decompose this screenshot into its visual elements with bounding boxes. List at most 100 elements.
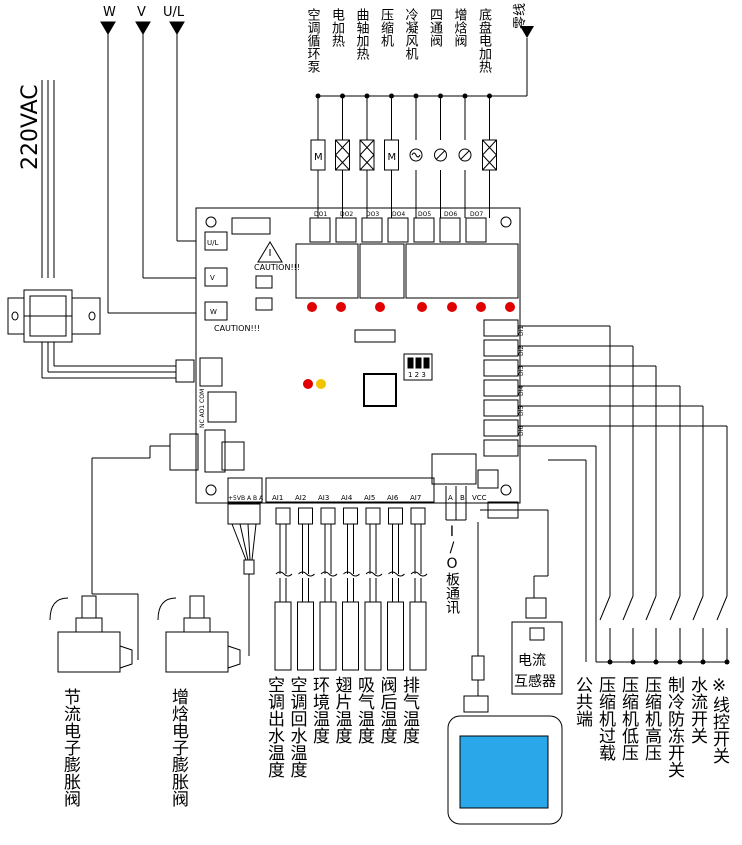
sensor-6: 阀后温度 bbox=[377, 507, 405, 744]
switch-label-5: 制冷防冻开关 bbox=[664, 676, 685, 778]
neutral-bus bbox=[318, 38, 528, 97]
relay-terminal-6 bbox=[439, 217, 461, 243]
phase-label-v: V bbox=[137, 5, 146, 20]
terminal-w: W bbox=[210, 308, 217, 316]
relay-terminal-1 bbox=[309, 217, 331, 243]
sensor-4: 翅片温度 bbox=[332, 507, 360, 744]
neutral-arrow bbox=[520, 26, 534, 38]
output-5: 冷凝风机 bbox=[403, 8, 423, 218]
phase-ul-arrow bbox=[169, 21, 185, 35]
valve-wiring bbox=[91, 433, 261, 660]
output-label-7: 增焓阀 bbox=[452, 8, 468, 47]
output-2: 电加热 bbox=[329, 8, 350, 218]
sensor-probe-icon bbox=[297, 601, 314, 671]
relay-terminal-5 bbox=[413, 217, 435, 243]
relay-label-1: DO1 bbox=[314, 211, 327, 218]
caution-top: CAUTION!!! bbox=[254, 263, 300, 272]
sensor-5: 吸气温度 bbox=[354, 507, 383, 744]
di-label-1: DI1 bbox=[518, 326, 525, 336]
indicator-dots bbox=[303, 302, 515, 389]
input-switches: 公共端压缩机过载压缩机低压压缩机高压制冷防冻开关水流开关※线控开关 bbox=[572, 595, 730, 778]
relay-row bbox=[295, 243, 519, 299]
power-section bbox=[7, 21, 205, 383]
motor-icon: M bbox=[388, 152, 397, 163]
output-label-4: 压缩机 bbox=[378, 8, 394, 48]
expansion-valve-1: 节流电子膨胀阀 bbox=[49, 595, 133, 808]
ai-label-3: AI3 bbox=[318, 494, 329, 502]
output-3: 曲轴加热 bbox=[354, 8, 375, 218]
output-label-3: 曲轴加热 bbox=[354, 8, 370, 60]
sensor-label-2: 空调回水温度 bbox=[287, 676, 308, 778]
sensor-probe-icon bbox=[319, 601, 337, 671]
relay-terminal-4 bbox=[387, 217, 409, 243]
sensor-probe-icon bbox=[409, 601, 427, 671]
dip-labels: 1 2 3 bbox=[408, 371, 426, 379]
switch-label-6: 水流开关 bbox=[687, 676, 708, 744]
switch-label-7: ※线控开关 bbox=[709, 676, 730, 764]
switch-contact-4 bbox=[669, 595, 681, 621]
sensor-label-1: 空调出水温度 bbox=[264, 676, 285, 778]
sensor-3: 环境温度 bbox=[309, 507, 338, 744]
ai-label-1: AI1 bbox=[272, 494, 283, 502]
switch-contact-5 bbox=[692, 595, 704, 621]
phase-w-arrow bbox=[100, 21, 116, 35]
switch-contact-3 bbox=[645, 595, 657, 621]
phase-label-w: W bbox=[103, 5, 116, 20]
comm-label: I/O板通讯 bbox=[444, 524, 460, 615]
output-symbol-3 bbox=[359, 139, 375, 171]
phase-label-ul: U/L bbox=[163, 5, 185, 20]
temperature-sensors: 空调出水温度空调回水温度环境温度翅片温度吸气温度阀后温度排气温度 bbox=[264, 507, 428, 778]
ai-label-4: AI4 bbox=[341, 494, 353, 502]
valve-label-1: 节流电子膨胀阀 bbox=[60, 688, 81, 808]
switch-label-1: 公共端 bbox=[572, 676, 593, 727]
output-6: 四通阀 bbox=[427, 8, 448, 218]
output-symbol-2 bbox=[335, 139, 350, 171]
di-label-4: DI4 bbox=[518, 386, 525, 396]
output-4: M 压缩机 bbox=[378, 8, 399, 218]
sensor-probe-icon bbox=[274, 601, 292, 671]
di-label-6: DI6 bbox=[518, 426, 525, 436]
sensor-label-4: 翅片温度 bbox=[332, 676, 353, 744]
board-vertical-text: NC AO1 COM bbox=[199, 389, 206, 428]
ai-label-2: AI2 bbox=[295, 494, 306, 502]
switch-label-3: 压缩机低压 bbox=[618, 676, 639, 761]
expansion-valves: 节流电子膨胀阀 增焓电子膨胀阀 bbox=[49, 595, 241, 808]
current-sensor bbox=[511, 597, 563, 695]
relay-terminal-2 bbox=[335, 217, 357, 243]
output-symbol-1 bbox=[310, 139, 326, 171]
output-7: 增焓阀 bbox=[452, 8, 472, 218]
sensor-label-3: 环境温度 bbox=[309, 676, 330, 744]
sensor-probe-icon bbox=[387, 601, 404, 671]
dip-switch bbox=[403, 353, 433, 381]
switch-label-4: 压缩机高压 bbox=[641, 676, 662, 761]
mcu-chip bbox=[363, 373, 397, 407]
sensor-2: 空调回水温度 bbox=[287, 507, 315, 778]
comm-terminal-3: VCC bbox=[472, 494, 487, 502]
control-board bbox=[195, 207, 521, 504]
output-label-8: 底盘电加热 bbox=[476, 7, 492, 73]
relay-label-5: DO5 bbox=[418, 211, 431, 218]
relay-label-4: DO4 bbox=[392, 211, 405, 218]
output-label-5: 冷凝风机 bbox=[403, 8, 419, 61]
output-loads: M空调循环泵电加热曲轴加热 M 压缩机冷凝风机四通阀增焓阀底盘电加热 bbox=[305, 7, 497, 218]
valve-body-icon bbox=[57, 631, 121, 673]
relay-label-7: DO7 bbox=[470, 211, 483, 218]
relay-terminal-3 bbox=[361, 217, 383, 243]
di-label-3: DI3 bbox=[518, 366, 525, 376]
relay-label-6: DO6 bbox=[444, 211, 457, 218]
neutral-label: 零线 bbox=[513, 3, 528, 29]
sensor-label-7: 排气温度 bbox=[399, 676, 420, 744]
ai-label-6: AI6 bbox=[387, 494, 399, 502]
wired-controller bbox=[447, 715, 563, 825]
ai-label-7: AI7 bbox=[410, 494, 421, 502]
output-8: 底盘电加热 bbox=[476, 7, 497, 218]
expansion-valve-2: 增焓电子膨胀阀 bbox=[157, 595, 241, 808]
switch-contact-6 bbox=[716, 595, 728, 621]
output-label-6: 四通阀 bbox=[427, 8, 443, 47]
relay-label-3: DO3 bbox=[366, 211, 379, 218]
